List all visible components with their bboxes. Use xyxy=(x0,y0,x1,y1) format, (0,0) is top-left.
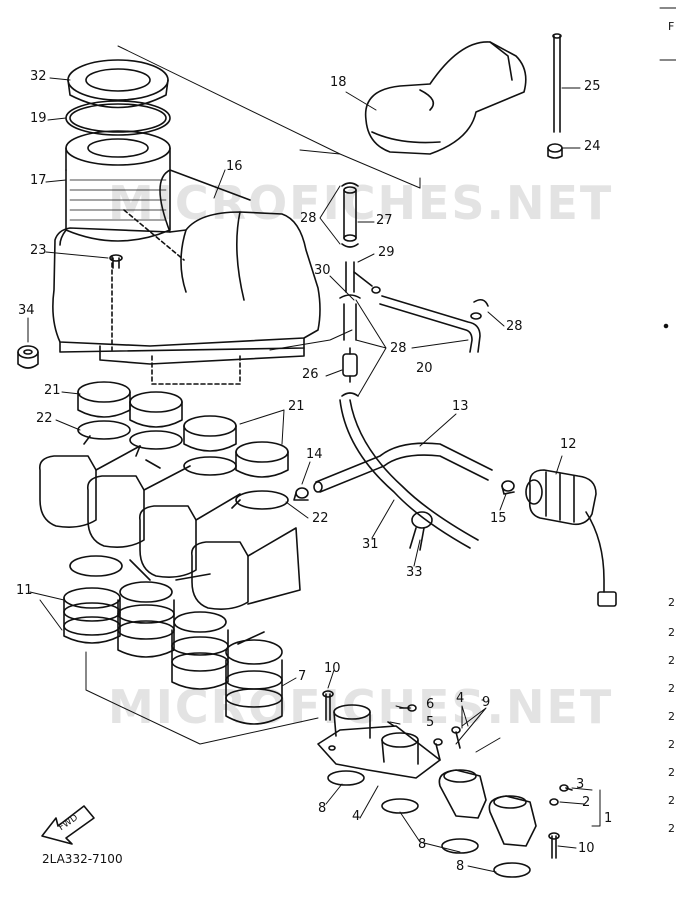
edge-char-4: 2 xyxy=(668,682,675,695)
clip-33 xyxy=(409,511,433,551)
grommet-34 xyxy=(17,345,39,369)
air-cleaner-case-16 xyxy=(52,169,321,385)
fuel-filter-26 xyxy=(342,347,358,383)
callout-18: 18 xyxy=(330,75,347,90)
callout-29: 29 xyxy=(378,245,395,260)
clip-28-right xyxy=(473,298,489,307)
long-bolt-25 xyxy=(552,33,562,133)
o-rings-8 xyxy=(327,770,531,878)
element-cap-17-rim xyxy=(65,130,171,171)
callout-28-a: 28 xyxy=(300,211,317,226)
callout-15: 15 xyxy=(490,511,507,526)
callout-28-b: 28 xyxy=(506,319,523,334)
fuel-pump-12 xyxy=(525,469,617,607)
intake-joint-11-a xyxy=(63,555,123,644)
intake-joint-11-b xyxy=(117,581,175,658)
callout-21-right: 21 xyxy=(288,399,305,414)
callout-6: 6 xyxy=(426,697,435,712)
edge-char-9: 2 xyxy=(668,822,675,835)
callout-25: 25 xyxy=(584,79,601,94)
watermark-top: MICROFICHES.NET xyxy=(108,176,614,230)
leader-lines xyxy=(27,77,601,873)
callout-34: 34 xyxy=(18,303,35,318)
edge-char-3: 2 xyxy=(668,654,675,667)
callout-14: 14 xyxy=(306,447,323,462)
carburetor-bank xyxy=(38,445,301,610)
callout-20: 20 xyxy=(416,361,433,376)
callout-4-top: 4 xyxy=(456,691,465,706)
edge-marks xyxy=(659,7,676,61)
hose-30 xyxy=(339,294,361,341)
callout-33: 33 xyxy=(406,565,423,580)
edge-char-5: 2 xyxy=(668,710,675,723)
callout-28-c: 28 xyxy=(390,341,407,356)
edge-char-7: 2 xyxy=(668,766,675,779)
callout-8-a: 8 xyxy=(318,801,327,816)
hose-20 xyxy=(379,295,482,353)
callout-17: 17 xyxy=(30,173,47,188)
callout-24: 24 xyxy=(584,139,601,154)
edge-char-0: F xyxy=(668,20,675,33)
screw-23 xyxy=(109,254,123,269)
callout-10-bottom: 10 xyxy=(578,841,595,856)
bolts-screws xyxy=(322,690,573,859)
hose-13 xyxy=(313,442,493,493)
intake-joint-7-a xyxy=(171,611,229,690)
callout-16: 16 xyxy=(226,159,243,174)
edge-char-6: 2 xyxy=(668,738,675,751)
hose-27 xyxy=(343,186,357,242)
manifold-4 xyxy=(317,704,441,779)
clamp-14 xyxy=(293,487,309,501)
callout-13: 13 xyxy=(452,399,469,414)
carb-joints-21 xyxy=(77,381,289,478)
callout-32: 32 xyxy=(30,69,47,84)
callout-30: 30 xyxy=(314,263,331,278)
intake-joint-7-b xyxy=(225,631,283,725)
diagram-code: 2LA332-7100 xyxy=(42,852,123,866)
callout-2: 2 xyxy=(582,795,591,810)
clamp-15 xyxy=(501,480,515,495)
callout-21-left: 21 xyxy=(44,383,61,398)
hose-clamps-22 xyxy=(77,420,289,510)
callout-3: 3 xyxy=(576,777,585,792)
callout-7: 7 xyxy=(298,669,307,684)
callout-23: 23 xyxy=(30,243,47,258)
callout-1: 1 xyxy=(604,811,613,826)
manifold-1 xyxy=(438,769,537,847)
callout-5: 5 xyxy=(426,715,435,730)
leader-bracket-11 xyxy=(85,651,319,745)
callout-27: 27 xyxy=(376,213,393,228)
callout-26: 26 xyxy=(302,367,319,382)
o-ring-19 xyxy=(65,100,171,136)
callout-8-c: 8 xyxy=(456,859,465,874)
intake-duct-18 xyxy=(364,41,527,155)
callout-22-left: 22 xyxy=(36,411,53,426)
callout-22-right: 22 xyxy=(312,511,329,526)
hose-31 xyxy=(339,392,479,549)
callout-10-top: 10 xyxy=(324,661,341,676)
edge-dot xyxy=(663,323,669,329)
callout-11: 11 xyxy=(16,583,33,598)
clips-28-top xyxy=(341,182,359,248)
callout-8-b: 8 xyxy=(418,837,427,852)
forward-arrow-icon xyxy=(41,805,95,845)
washer-24 xyxy=(547,143,563,159)
pipe-29 xyxy=(345,261,381,294)
edge-char-1: 2 xyxy=(668,596,675,609)
edge-char-8: 2 xyxy=(668,794,675,807)
callout-9: 9 xyxy=(482,695,491,710)
callout-31: 31 xyxy=(362,537,379,552)
edge-char-2: 2 xyxy=(668,626,675,639)
callout-4-bottom: 4 xyxy=(352,809,361,824)
callout-12: 12 xyxy=(560,437,577,452)
callout-19: 19 xyxy=(30,111,47,126)
